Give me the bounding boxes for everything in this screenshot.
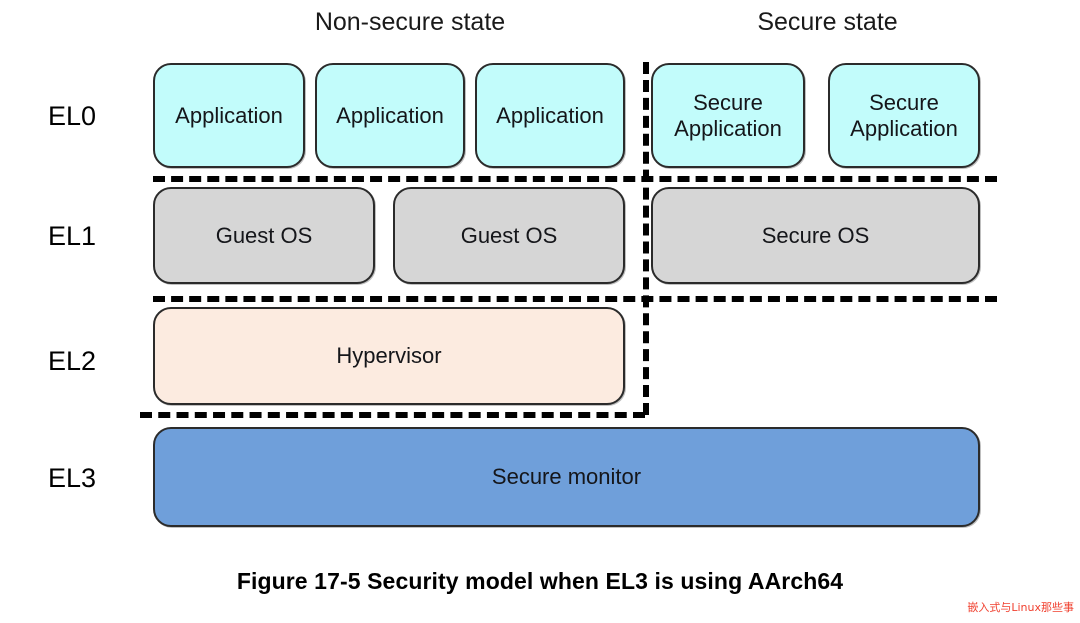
block-secure-application-2: Secure Application	[828, 63, 980, 168]
block-application-3-label: Application	[496, 102, 604, 128]
block-application-2: Application	[315, 63, 465, 168]
block-secure-os: Secure OS	[651, 187, 980, 284]
block-secure-application-1: Secure Application	[651, 63, 805, 168]
block-hypervisor: Hypervisor	[153, 307, 625, 405]
divider-secure-world-boundary	[643, 62, 649, 415]
exception-level-label-el2: EL2	[48, 346, 97, 376]
secure-state-header: Secure state	[757, 8, 898, 36]
exception-level-label-el1: EL1	[48, 221, 97, 251]
block-secure-monitor-label: Secure monitor	[491, 464, 642, 489]
divider-el0-el1	[153, 176, 997, 182]
watermark-text: 嵌入式与Linux那些事	[967, 601, 1074, 614]
block-secure-application-2-label: Secure Application	[850, 89, 958, 141]
block-application-1: Application	[153, 63, 305, 168]
block-hypervisor-label: Hypervisor	[336, 343, 442, 368]
block-secure-os-label: Secure OS	[761, 222, 870, 248]
block-guest-os-1: Guest OS	[153, 187, 375, 284]
block-application-3: Application	[475, 63, 625, 168]
exception-level-label-el0: EL0	[48, 101, 97, 131]
block-secure-monitor: Secure monitor	[153, 427, 980, 527]
block-guest-os-1-label: Guest OS	[215, 222, 313, 248]
block-secure-application-1-label: Secure Application	[674, 89, 782, 141]
divider-el2-el3	[140, 412, 645, 418]
divider-el1-el2	[153, 296, 997, 302]
figure-caption: Figure 17-5 Security model when EL3 is u…	[236, 568, 844, 594]
non-secure-state-header: Non-secure state	[314, 8, 506, 36]
block-application-2-label: Application	[336, 102, 444, 128]
exception-level-label-el3: EL3	[48, 463, 97, 493]
block-guest-os-2-label: Guest OS	[460, 222, 558, 248]
block-guest-os-2: Guest OS	[393, 187, 625, 284]
block-application-1-label: Application	[175, 102, 283, 128]
